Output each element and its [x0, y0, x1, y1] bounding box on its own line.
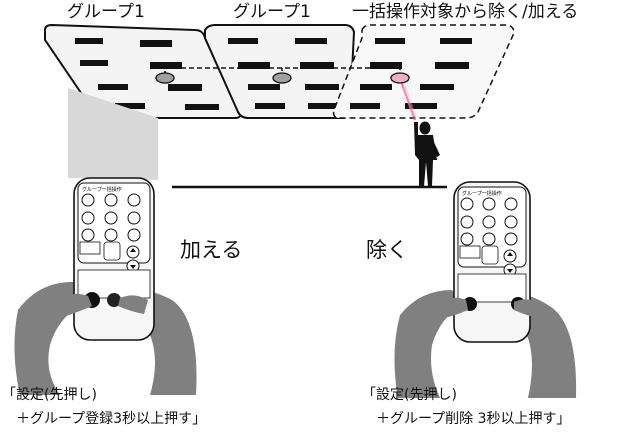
svg-text:グループ一括操作: グループ一括操作 [462, 190, 502, 197]
ceiling-panel-left [44, 23, 242, 119]
caption-right-line2: ＋グループ削除 3秒以上押す」 [362, 411, 571, 427]
sensor-center [272, 72, 292, 84]
ir-beam [401, 83, 416, 121]
label-group-center: グループ1 [233, 2, 311, 22]
action-add-label: 加える [180, 238, 243, 262]
group-link-line [164, 67, 401, 76]
right-remote-illustration: グループ一括操作 [394, 181, 577, 398]
caption-right-line1: 「設定(先押し) [362, 387, 457, 403]
action-remove-label: 除く [366, 238, 408, 262]
label-group-left: グループ1 [67, 2, 145, 22]
sensor-left [155, 72, 175, 84]
caption-left-line2: ＋グループ登録3秒以上押す」 [2, 411, 207, 427]
wall-shape [68, 88, 158, 180]
caption-left-line1: 「設定(先押し) [2, 387, 97, 403]
svg-text:グループ一括操作: グループ一括操作 [82, 186, 122, 193]
label-batch-operation: 一括操作対象から除く/加える [352, 2, 579, 22]
ceiling-panel-right [332, 24, 515, 119]
left-remote-illustration: グループ一括操作 [14, 177, 197, 395]
person-silhouette [414, 121, 440, 186]
sensor-right [390, 72, 410, 84]
